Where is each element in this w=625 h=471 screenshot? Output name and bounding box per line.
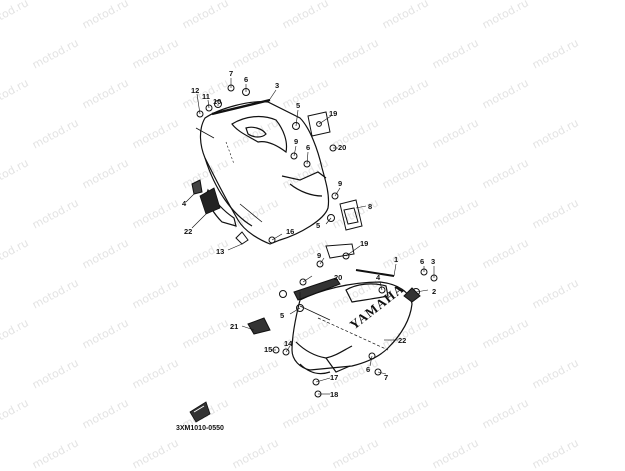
- callout-number: 19: [360, 239, 368, 248]
- callout-number: 6: [420, 257, 424, 266]
- callout-number: 5: [280, 311, 284, 320]
- callout-number: 10: [213, 97, 221, 106]
- callout-number: 9: [294, 137, 298, 146]
- lower-brackets: [247, 243, 438, 398]
- callout-number: 17: [330, 373, 338, 382]
- callout-number: 7: [384, 373, 388, 382]
- callout-number: 2: [432, 287, 436, 296]
- callout-number: 5: [296, 101, 300, 110]
- callout-number: 20: [338, 143, 346, 152]
- callout-number: 4: [182, 199, 187, 208]
- callout-number: 13: [216, 247, 224, 256]
- callout-number: 6: [244, 75, 248, 84]
- callout-number: 4: [376, 273, 381, 282]
- upper-callouts: 7 6 3 12 11 10 5 19 9 6 20 4 9 8 22 5 16…: [182, 69, 372, 256]
- callout-number: 16: [286, 227, 294, 236]
- callout-number: 15: [264, 345, 272, 354]
- callout-number: 5: [316, 221, 320, 230]
- callout-number: 3: [431, 257, 435, 266]
- callout-number: 19: [329, 109, 337, 118]
- lower-cowling: [291, 281, 413, 375]
- callout-number: 22: [398, 336, 406, 345]
- fairing-brand-lettering: YAMAHA: [347, 281, 407, 333]
- callout-number: 6: [366, 365, 370, 374]
- upper-cowling-shaded-flap: [199, 187, 221, 215]
- callout-number: 20: [334, 273, 342, 282]
- callout-number: 6: [306, 143, 310, 152]
- upper-leader-lines: [185, 78, 367, 251]
- diagram-reference-code: 3XM1010-0550: [176, 425, 224, 432]
- callout-number: 3: [275, 81, 279, 90]
- callout-number: 8: [368, 202, 372, 211]
- callout-number: 1: [394, 255, 398, 264]
- callout-number: 7: [229, 69, 233, 78]
- lower-callouts: 19 1 6 9 20 3 4 2 5 21 22 15 14 6 7 17 1…: [230, 239, 436, 399]
- callout-number: 11: [202, 92, 210, 101]
- callout-number: 12: [191, 86, 199, 95]
- callout-number: 21: [230, 322, 238, 331]
- callout-number: 9: [338, 179, 342, 188]
- callout-number: 14: [284, 339, 293, 348]
- callout-number: 18: [330, 390, 338, 399]
- callout-number: 9: [317, 251, 321, 260]
- lower-leader-lines: [241, 245, 435, 395]
- callout-number: 22: [184, 227, 192, 236]
- emblem-part: [189, 401, 211, 423]
